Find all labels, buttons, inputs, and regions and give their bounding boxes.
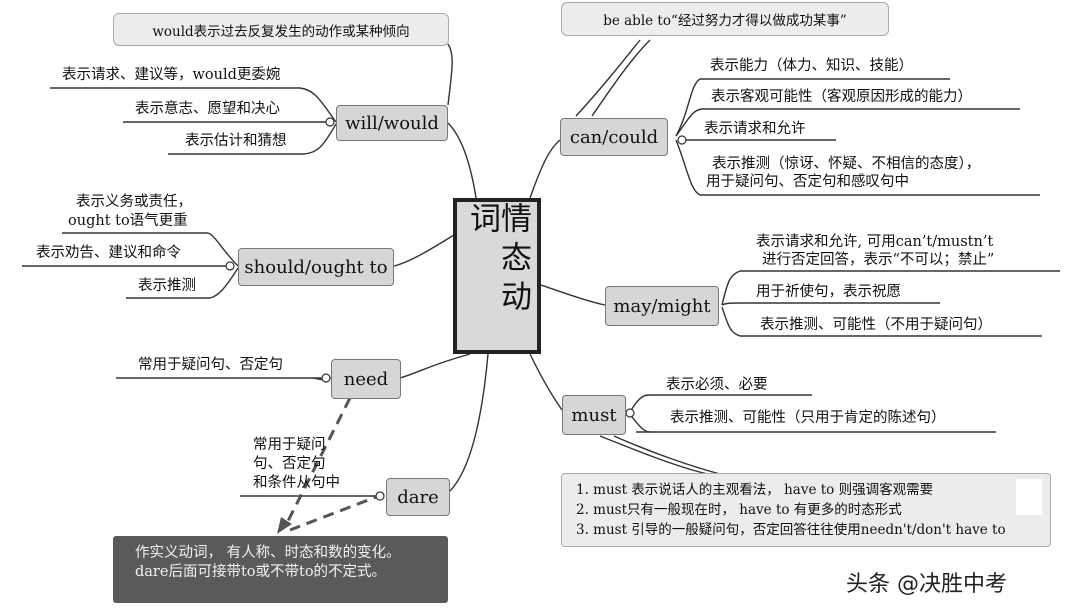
must-leaf-1: 表示必须、必要 <box>666 377 768 393</box>
will-leaf-3: 表示估计和猜想 <box>185 133 287 149</box>
node-may-might: may/might <box>605 286 719 326</box>
can-leaf-4b: 用于疑问句、否定句和感叹句中 <box>706 174 909 190</box>
would-callout: would表示过去反复发生的动作或某种倾向 <box>113 13 449 46</box>
node-dare-label: dare <box>397 486 439 508</box>
dare-note-box: 作实义动词， 有人称、时态和数的变化。 dare后面可接带to或不带to的不定式… <box>113 536 448 603</box>
may-leaf-2: 用于祈使句，表示祝愿 <box>756 284 901 300</box>
be-able-callout: be able to“经过努力才得以做成功某事” <box>561 2 889 36</box>
node-can-could: can/could <box>560 118 668 156</box>
would-callout-text: would表示过去反复发生的动作或某种倾向 <box>152 23 410 40</box>
center-topic: 情态动词 <box>453 198 541 354</box>
should-leaf-3: 表示推测 <box>138 278 196 294</box>
should-leaf-1b: ought to语气更重 <box>68 213 188 229</box>
dare-leaf-2: 句、否定句 <box>253 456 326 472</box>
dare-leaf-3: 和条件从句中 <box>253 475 340 491</box>
will-leaf-2: 表示意志、愿望和决心 <box>135 101 280 117</box>
center-topic-label: 情态动词 <box>464 202 531 319</box>
node-should-ought-label: should/ought to <box>244 256 388 278</box>
node-must-label: must <box>571 404 617 426</box>
node-will-would-label: will/would <box>345 112 439 134</box>
node-should-ought: should/ought to <box>238 248 394 286</box>
node-must: must <box>562 395 626 435</box>
node-need-label: need <box>343 368 389 390</box>
note-white-mark <box>1016 479 1042 515</box>
can-leaf-2: 表示客观可能性（客观原因形成的能力） <box>711 89 972 105</box>
be-able-callout-text: be able to“经过努力才得以做成功某事” <box>603 13 847 29</box>
node-will-would: will/would <box>336 105 448 141</box>
must-leaf-2: 表示推测、可能性（只用于肯定的陈述句） <box>670 410 946 426</box>
must-note-line-1: 1. must 表示说话人的主观看法， have to 则强调客观需要 <box>576 482 934 498</box>
can-leaf-1: 表示能力（体力、知识、技能） <box>710 58 913 74</box>
will-leaf-1: 表示请求、建议等，would更委婉 <box>62 67 281 83</box>
must-note-line-2: 2. must只有一般现在时， have to 有更多的时态形式 <box>576 502 902 518</box>
need-leaf-1: 常用于疑问句、否定句 <box>138 357 283 373</box>
should-leaf-1a: 表示义务或责任， <box>76 194 192 210</box>
must-note-line-3: 3. must 引导的一般疑问句，否定回答往往使用needn't/don't h… <box>576 522 1006 538</box>
must-note-box: 1. must 表示说话人的主观看法， have to 则强调客观需要 2. m… <box>561 473 1051 547</box>
node-need: need <box>331 359 401 399</box>
can-leaf-3: 表示请求和允许 <box>704 121 806 137</box>
node-dare: dare <box>386 478 450 516</box>
watermark: 头条 @决胜中考 <box>846 572 1007 597</box>
should-leaf-2: 表示劝告、建议和命令 <box>36 245 181 261</box>
dare-note-line-2: dare后面可接带to或不带to的不定式。 <box>135 564 387 580</box>
can-leaf-4a: 表示推测（惊讶、怀疑、不相信的态度）， <box>712 156 981 172</box>
dare-note-line-1: 作实义动词， 有人称、时态和数的变化。 <box>135 545 401 561</box>
may-leaf-1b: 进行否定回答，表示“不可以；禁止” <box>762 252 995 268</box>
dare-leaf-1: 常用于疑问 <box>253 437 326 453</box>
node-may-might-label: may/might <box>613 295 711 317</box>
may-leaf-1a: 表示请求和允许, 可用can’t/mustn’t <box>756 234 994 250</box>
node-can-could-label: can/could <box>569 126 659 148</box>
may-leaf-3: 表示推测、可能性（不用于疑问句） <box>760 317 992 333</box>
